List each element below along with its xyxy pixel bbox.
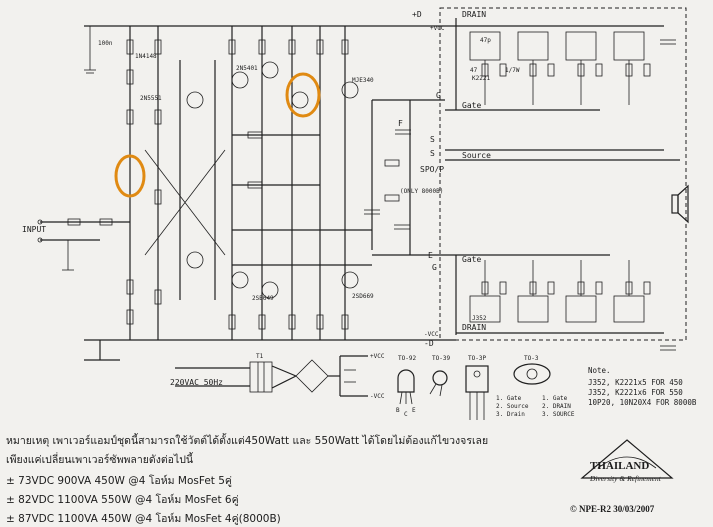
label-c: C xyxy=(404,411,408,418)
label-pin-drain2: 2. DRAIN xyxy=(542,403,571,410)
copyright: © NPE-R2 30/03/2007 xyxy=(570,504,654,514)
output-stage-boundary xyxy=(439,7,687,341)
label-pin-source: 2. Source xyxy=(496,403,529,410)
label-2sb: 2SB649 xyxy=(252,295,274,302)
label-pin-gate: 1. Gate xyxy=(496,395,522,402)
label-s-top: S xyxy=(430,135,435,144)
transistor-symbols xyxy=(186,61,359,299)
footer-line-2: เพียงแค่เปลี่ยนเพาเวอร์ซัพพลายดังต่อไปนี… xyxy=(6,454,194,466)
logo-tagline: Diversity & Refinement xyxy=(590,474,661,483)
label-e: E xyxy=(428,251,433,260)
capacitors xyxy=(364,39,676,351)
label-drain-top: DRAIN xyxy=(462,10,486,19)
label-spo: SPO/P xyxy=(420,165,444,174)
label-mje: MJE340 xyxy=(352,77,374,84)
label-vcc-out2: -VCC xyxy=(370,393,385,400)
label-to39: TO-39 xyxy=(432,355,450,362)
power-supply-section xyxy=(84,340,368,397)
package-to3-icon xyxy=(513,363,551,385)
mosfet-bank-bottom xyxy=(469,260,651,323)
thailand-logo xyxy=(580,439,674,479)
package-to92-icon xyxy=(397,369,415,405)
speaker-icon xyxy=(671,184,689,224)
label-gate-top: Gate xyxy=(462,101,481,110)
note-line-2: J352, K2221x6 FOR 550 xyxy=(588,388,683,397)
label-e-pin: E xyxy=(412,407,416,414)
label-to3: TO-3 xyxy=(524,355,539,362)
label-g-bottom: G xyxy=(432,263,437,272)
label-minus-d: -D xyxy=(424,339,434,348)
label-cap47: 47p xyxy=(480,37,491,44)
label-g-top: G xyxy=(436,91,441,100)
package-to3p-icon xyxy=(465,365,489,420)
label-vcc-out1: +VCC xyxy=(370,353,385,360)
footer-line-3: ± 73VDC 900VA 450W @4 โอห์ม MosFet 5คู่ xyxy=(6,475,232,487)
label-vcc-top: +VCC xyxy=(430,25,445,32)
label-s-bottom: S xyxy=(430,149,435,158)
highlight-circle-lower xyxy=(114,154,146,198)
label-gate-bottom: Gate xyxy=(462,255,481,264)
package-to39-icon xyxy=(429,370,448,397)
mosfet-bank-top xyxy=(469,31,651,105)
footer-line-4: ± 82VDC 1100VA 550W @4 โอห์ม MosFet 6คู่ xyxy=(6,494,239,506)
footer-line-5: ± 87VDC 1100VA 450W @4 โอห์ม MosFet 4คู่… xyxy=(6,513,281,525)
label-drain-bottom: DRAIN xyxy=(462,323,486,332)
logo-name: THAILAND xyxy=(590,460,650,472)
label-ac: 220VAC 50Hz xyxy=(170,378,223,387)
label-pin-gate2: 1. Gate xyxy=(542,395,568,402)
resistor-ladder-left xyxy=(126,39,162,325)
label-to92: TO-92 xyxy=(398,355,416,362)
note-line-1: J352, K2221x5 FOR 450 xyxy=(588,378,683,387)
label-b: B xyxy=(396,407,400,414)
label-only: (ONLY 8000B) xyxy=(400,188,443,195)
label-input: INPUT xyxy=(22,225,46,234)
copyright-text: NPE-R2 30/03/2007 xyxy=(578,504,655,514)
label-f: F xyxy=(398,119,403,128)
label-r1w: 1/7W xyxy=(505,67,520,74)
label-k2221: K2221 xyxy=(472,75,490,82)
note-line-3: 10P20, 10N20X4 FOR 8000B xyxy=(588,398,697,407)
resistors-mid xyxy=(228,39,400,330)
label-j352: J352 xyxy=(472,315,487,322)
label-2sd: 2SD669 xyxy=(352,293,374,300)
label-plus-d: +D xyxy=(412,10,422,19)
copyright-symbol: © xyxy=(570,504,577,514)
label-t1: T1 xyxy=(256,353,264,360)
footer-line-1: หมายเหตุ เพาเวอร์แอมป์ชุดนี้สามารถใช้วัต… xyxy=(6,435,489,447)
label-to3p: TO-3P xyxy=(468,355,486,362)
label-2n5551: 2N5551 xyxy=(140,95,162,102)
highlight-circle-upper xyxy=(285,72,321,118)
label-pin-drain: 3. Drain xyxy=(496,411,525,418)
label-source: Source xyxy=(462,151,491,160)
label-1n4148: 1N4148 xyxy=(135,53,157,60)
label-2n5401: 2N5401 xyxy=(236,65,258,72)
label-vcc-bottom: -VCC xyxy=(424,331,439,338)
label-cap100: 100n xyxy=(98,40,113,47)
label-r47: 47 xyxy=(470,67,478,74)
note-title: Note. xyxy=(588,366,611,375)
label-pin-source2: 3. SOURCE xyxy=(542,411,575,418)
